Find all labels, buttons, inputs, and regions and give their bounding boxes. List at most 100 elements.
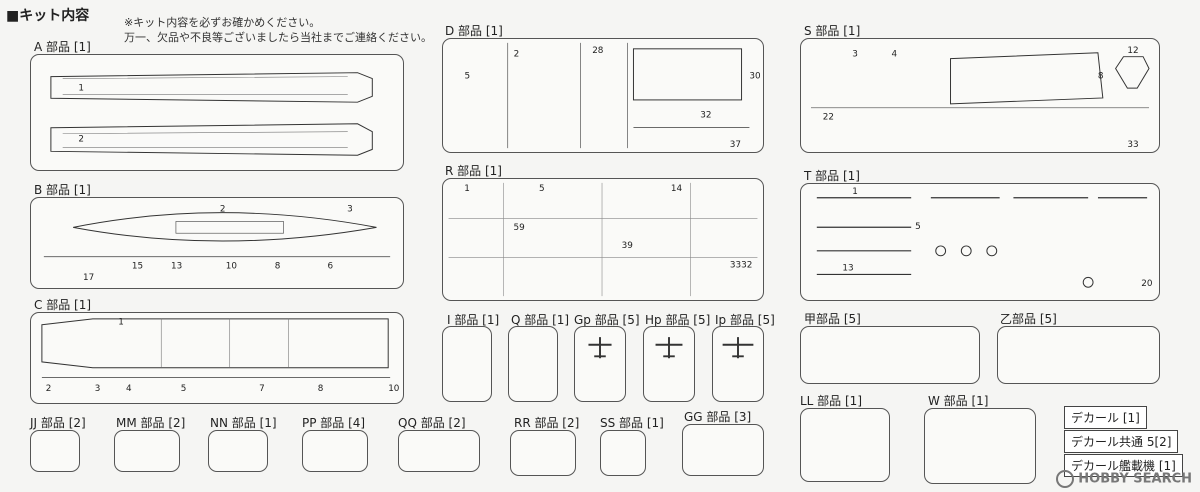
sprue-w-frame [924,408,1036,484]
sprue-ip-label: Ip 部品 [5] [715,313,775,327]
sprue-gp-frame [574,326,626,402]
svg-text:8: 8 [275,261,281,271]
svg-text:1: 1 [118,318,124,328]
sprue-c-frame: 1 2 3 4 5 7 8 10 [30,312,404,404]
watermark: HOBBY SEARCH [1056,470,1192,488]
svg-text:39: 39 [622,241,633,251]
svg-text:4: 4 [892,50,898,60]
svg-text:22: 22 [823,113,834,123]
svg-text:3: 3 [852,50,858,60]
svg-text:17: 17 [83,273,94,283]
svg-text:1: 1 [464,184,470,194]
sprue-ll-label: LL 部品 [1] [800,394,862,408]
svg-text:5: 5 [181,384,187,394]
svg-text:2: 2 [78,134,84,144]
sprue-d-frame: 5 2 28 30 32 37 [442,38,764,153]
sprue-hp-frame [643,326,695,402]
sprue-kou-frame [800,326,980,384]
svg-text:5: 5 [915,222,921,232]
sprue-ll-frame [800,408,890,482]
sprue-q-frame [508,326,558,402]
svg-text:30: 30 [749,71,761,81]
sprue-i-label: I 部品 [1] [447,313,500,327]
svg-text:7: 7 [259,384,265,394]
svg-text:10: 10 [388,384,400,394]
sprue-rr-frame [510,430,576,476]
decal-label-2: デカール共通 5[2] [1064,430,1179,453]
decal-label-1: デカール [1] [1064,406,1147,429]
aircraft-gp-icon [588,337,612,359]
watermark-text: HOBBY SEARCH [1078,471,1192,487]
svg-text:13: 13 [171,261,182,271]
svg-text:5: 5 [539,184,545,194]
sprue-gg-frame [682,424,764,476]
sprue-ss-label: SS 部品 [1] [600,416,664,430]
sprue-jj-frame [30,430,80,472]
sprue-gp-label: Gp 部品 [5] [574,313,640,327]
svg-text:37: 37 [730,140,741,150]
svg-text:13: 13 [842,264,853,274]
page-title: ■キット内容 [6,8,90,24]
sprue-mm-frame [114,430,180,472]
svg-text:15: 15 [132,261,143,271]
sprue-s-label: S 部品 [1] [804,24,861,38]
svg-text:2: 2 [46,384,52,394]
svg-text:33: 33 [1127,140,1138,150]
notice-line-2: 万一、欠品や不良等ございましたら当社までご連絡ください。 [124,31,432,44]
svg-text:28: 28 [592,46,604,56]
svg-text:1: 1 [78,83,84,93]
svg-text:32: 32 [700,111,711,121]
sprue-hp-label: Hp 部品 [5] [645,313,711,327]
decal-label-3: デカール艦載機 [1] [1064,454,1183,477]
svg-text:5: 5 [464,71,470,81]
svg-text:12: 12 [1127,46,1138,56]
sprue-gg-label: GG 部品 [3] [684,410,752,424]
svg-text:8: 8 [1098,71,1104,81]
sprue-a-label: A 部品 [1] [34,40,91,54]
sprue-nn-label: NN 部品 [1] [210,416,277,430]
sprue-qq-label: QQ 部品 [2] [398,416,466,430]
sprue-nn-frame [208,430,268,472]
sprue-kou-label: 甲部品 [5] [804,312,861,326]
sprue-s-diagram: 3 4 8 12 22 33 [810,46,1150,150]
sprue-pp-label: PP 部品 [4] [302,416,366,430]
sprue-pp-frame [302,430,368,472]
aircraft-ip-icon [722,337,754,359]
sprue-a-diagram: 12 [50,72,373,156]
svg-text:2: 2 [220,205,226,215]
sprue-t-diagram: 1 5 13 20 [816,187,1153,289]
sprue-jj-label: JJ 部品 [2] [30,416,86,430]
svg-text:2: 2 [514,50,520,60]
sprue-otsu-label: 乙部品 [5] [1000,312,1057,326]
svg-text:1: 1 [852,187,858,197]
svg-text:4: 4 [126,384,132,394]
svg-text:6: 6 [328,261,334,271]
sprue-otsu-frame [997,326,1160,384]
sprue-t-frame: 1 5 13 20 [800,183,1160,301]
sprue-qq-frame [398,430,480,472]
logo-icon [1056,470,1075,488]
svg-text:3: 3 [95,384,101,394]
sprue-w-label: W 部品 [1] [928,394,989,408]
sprue-i-frame [442,326,492,402]
sprue-c-label: C 部品 [1] [34,298,92,312]
svg-text:14: 14 [671,184,683,194]
sprue-b-label: B 部品 [1] [34,183,91,197]
sprue-mm-label: MM 部品 [2] [116,416,186,430]
svg-text:59: 59 [513,223,524,233]
svg-text:8: 8 [318,384,324,394]
sprue-s-frame: 3 4 8 12 22 33 [800,38,1160,153]
sprue-d-label: D 部品 [1] [445,24,503,38]
notice-line-1: ※キット内容を必ずお確かめください。 [124,16,321,29]
sprue-c-diagram: 1 2 3 4 5 7 8 10 [41,318,400,394]
sprue-q-label: Q 部品 [1] [511,313,570,327]
sprue-r-label: R 部品 [1] [445,164,502,178]
sprue-ip-frame [712,326,764,402]
aircraft-hp-icon [655,337,683,359]
svg-text:20: 20 [1141,279,1153,289]
svg-text:3: 3 [347,205,353,215]
